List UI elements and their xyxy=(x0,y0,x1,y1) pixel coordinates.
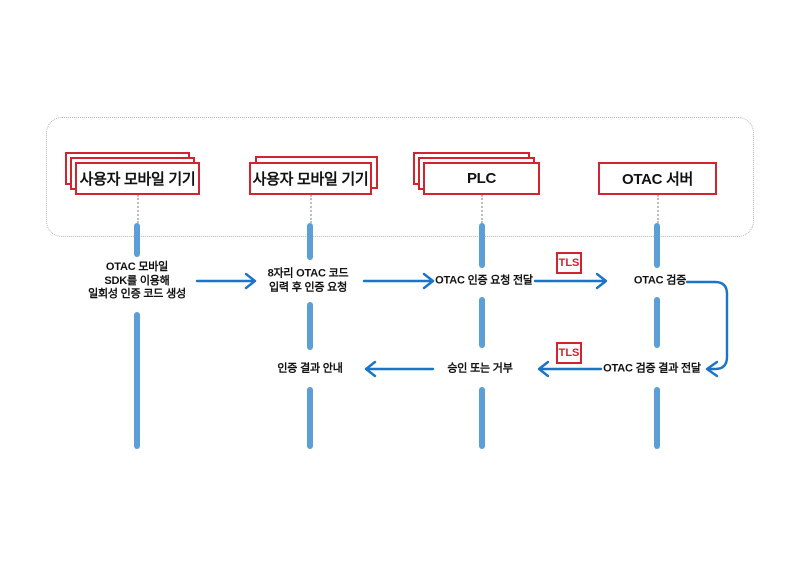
entity-otac-server: OTAC 서버 xyxy=(598,162,717,195)
message-line: 8자리 OTAC 코드 xyxy=(267,267,349,280)
message-line: OTAC 모바일 xyxy=(105,260,169,273)
lifeline-plc xyxy=(479,297,485,348)
entity-label: PLC xyxy=(423,162,540,195)
arrow-forward-request xyxy=(533,272,608,290)
lifeline-otac-server xyxy=(654,223,660,268)
arrow-notify-result xyxy=(364,360,435,378)
entity-label: 사용자 모바일 기기 xyxy=(75,162,200,195)
lifeline-user-mobile-1 xyxy=(134,223,140,257)
entity-plc: PLC xyxy=(413,152,540,195)
message-verify: OTAC 검증 xyxy=(633,274,687,287)
arrow-return-result xyxy=(537,360,603,378)
entity-user-mobile-2: 사용자 모바일 기기 xyxy=(249,156,378,195)
arrow-auth-request xyxy=(362,272,435,290)
lifeline-plc xyxy=(479,223,485,268)
message-forward-result: OTAC 검증 결과 전달 xyxy=(603,362,701,375)
lifeline-user-mobile-2 xyxy=(307,387,313,449)
lifeline-user-mobile-2 xyxy=(307,302,313,350)
message-line: 입력 후 인증 요청 xyxy=(268,281,348,293)
lifeline-otac-server xyxy=(654,387,660,449)
lifeline-user-mobile-2 xyxy=(307,223,313,260)
message-generate-code: OTAC 모바일 SDK를 이용해 일회성 인증 코드 생성 xyxy=(88,261,186,302)
lifeline-plc xyxy=(479,387,485,449)
entity-connector xyxy=(481,195,483,223)
message-enter-code: 8자리 OTAC 코드 입력 후 인증 요청 xyxy=(268,268,349,295)
tls-badge-result: TLS xyxy=(556,342,582,364)
message-line: SDK를 이용해 xyxy=(104,274,170,287)
lifeline-user-mobile-1 xyxy=(134,312,140,449)
message-approve-or-reject: 승인 또는 거부 xyxy=(447,362,513,375)
lifeline-otac-server xyxy=(654,297,660,348)
entity-connector xyxy=(657,195,659,223)
arrow-generate xyxy=(195,272,257,290)
entity-connector xyxy=(136,195,139,223)
entities-group-frame xyxy=(46,117,754,237)
tls-badge-request: TLS xyxy=(556,252,582,274)
message-forward-request: OTAC 인증 요청 전달 xyxy=(435,274,533,287)
entity-label: 사용자 모바일 기기 xyxy=(249,162,372,195)
message-line: 일회성 인증 코드 생성 xyxy=(88,287,186,300)
entity-connector xyxy=(310,195,312,223)
message-notify-result: 인증 결과 안내 xyxy=(277,362,343,375)
entity-label: OTAC 서버 xyxy=(598,162,717,195)
entity-user-mobile-1: 사용자 모바일 기기 xyxy=(65,152,200,195)
